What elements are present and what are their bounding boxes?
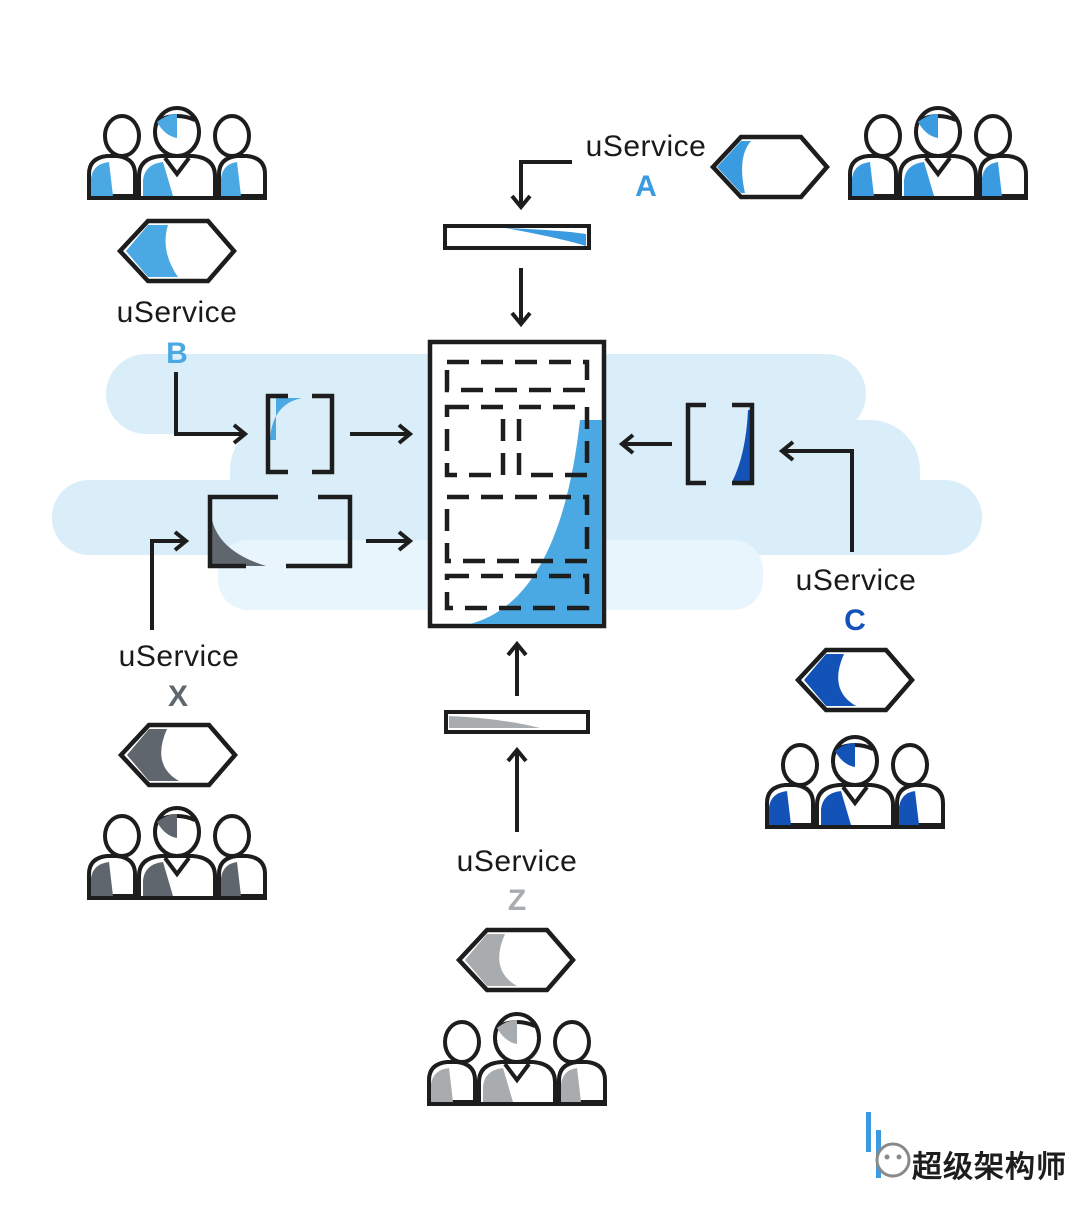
service-a-letter: A <box>635 170 657 203</box>
service-b-letter: B <box>166 337 188 370</box>
arrow-c-to-component <box>778 440 854 552</box>
arrow-x-to-component <box>150 530 190 630</box>
service-c-letter: C <box>844 604 866 637</box>
arrow-z-up <box>506 746 528 832</box>
hexagon-service-c-icon <box>798 650 912 710</box>
hexagon-service-b-icon <box>120 221 234 281</box>
team-x-icon <box>85 806 269 900</box>
arrow-z-to-app <box>506 640 528 696</box>
arrow-c-to-app <box>618 433 672 455</box>
component-c-icon <box>685 402 755 486</box>
service-a-name: uService <box>585 130 707 163</box>
team-z-icon <box>425 1012 609 1106</box>
component-x-icon <box>207 494 353 569</box>
service-c-name: uService <box>795 564 917 597</box>
monolith-app-icon <box>427 339 607 629</box>
arrow-a-down <box>510 160 572 211</box>
arrow-b-to-component <box>174 372 249 445</box>
service-z-letter: Z <box>507 884 527 917</box>
team-b-icon <box>85 106 269 200</box>
hexagon-service-a-icon <box>713 137 827 197</box>
hexagon-service-x-icon <box>121 725 235 785</box>
connector-bar-z-icon <box>444 710 590 734</box>
hexagon-service-z-icon <box>459 930 573 990</box>
service-x-name: uService <box>118 640 240 673</box>
service-z-name: uService <box>456 845 578 878</box>
component-b-icon <box>265 393 335 475</box>
arrow-x-to-app <box>366 530 414 552</box>
watermark-text: 超级架构师 <box>912 1151 1067 1184</box>
team-a-icon <box>846 106 1030 200</box>
service-b-name: uService <box>116 296 238 329</box>
watermark-logo-icon <box>866 1112 911 1178</box>
service-x-letter: X <box>167 680 188 713</box>
arrow-b-to-app <box>350 423 414 445</box>
team-c-icon <box>763 735 947 829</box>
arrow-a-to-app <box>510 268 532 328</box>
connector-bar-a-icon <box>443 224 591 250</box>
